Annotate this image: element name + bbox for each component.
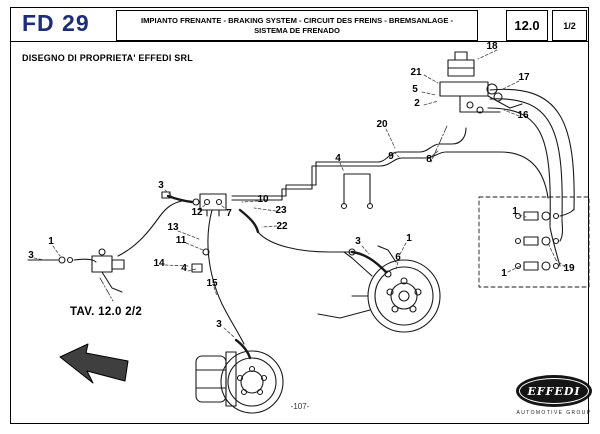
effedi-logo-ring: EFFEDI <box>519 378 589 404</box>
part-callout: 15 <box>206 278 218 289</box>
part-callout: 12 <box>191 207 203 218</box>
part-callout: 13 <box>167 222 179 233</box>
part-callout: 3 <box>158 180 164 191</box>
part-callout: 1 <box>512 206 518 217</box>
part-callout: 21 <box>410 67 422 78</box>
master-cylinder <box>439 51 523 114</box>
header-rule <box>11 41 588 42</box>
sheet-number: 1/2 <box>552 10 587 41</box>
title-line-1: IMPIANTO FRENANTE - BRAKING SYSTEM - CIR… <box>140 15 454 25</box>
part-callout: 9 <box>388 151 394 162</box>
part-callout: 10 <box>257 194 269 205</box>
part-callout: 4 <box>335 153 341 164</box>
title-box: IMPIANTO FRENANTE - BRAKING SYSTEM - CIR… <box>116 10 478 41</box>
part-callout: 3 <box>28 250 34 261</box>
part-callout: 3 <box>216 319 222 330</box>
part-callout: 2 <box>414 98 420 109</box>
part-callout: 14 <box>153 258 165 269</box>
part-callout: 1 <box>48 236 54 247</box>
part-callout: 5 <box>412 84 418 95</box>
effedi-logo-text: EFFEDI <box>527 384 581 398</box>
property-notice: DISEGNO DI PROPRIETA' EFFEDI SRL <box>22 53 193 63</box>
tav-reference-label: TAV. 12.0 2/2 <box>70 306 143 318</box>
load-valve <box>27 200 183 293</box>
brake-drum <box>195 350 284 414</box>
part-callout: 17 <box>518 72 530 83</box>
part-callout: 1 <box>501 268 507 279</box>
part-callout: 1 <box>406 233 412 244</box>
effedi-logo: EFFEDI <box>516 375 592 407</box>
page-border <box>10 7 589 424</box>
model-code: FD 29 <box>22 10 90 36</box>
part-callout: 18 <box>486 41 498 52</box>
part-callout: 22 <box>276 221 288 232</box>
part-callout: 6 <box>395 252 401 263</box>
part-callout: 23 <box>275 205 287 216</box>
section-code: 12.0 <box>506 10 548 41</box>
part-callout: 19 <box>563 263 575 274</box>
page-number: -107- <box>290 402 310 411</box>
part-callout: 20 <box>376 119 388 130</box>
part-callout: 16 <box>517 110 529 121</box>
reference-lines <box>99 125 448 302</box>
part-callout: 11 <box>175 235 187 246</box>
part-callout: 3 <box>355 236 361 247</box>
junction-block <box>161 191 392 360</box>
part-callout: 8 <box>426 154 432 165</box>
brake-disc <box>317 245 441 333</box>
leader-lines <box>33 49 566 338</box>
rear-axle-fittings <box>478 196 590 288</box>
title-line-2: SISTEMA DE FRENADO <box>254 25 340 35</box>
part-callout: 4 <box>181 263 187 274</box>
effedi-logo-subtext: AUTOMOTIVE GROUP <box>516 410 592 416</box>
direction-arrow <box>59 343 129 384</box>
front-pipes <box>231 127 549 210</box>
part-callout: 7 <box>226 208 232 219</box>
